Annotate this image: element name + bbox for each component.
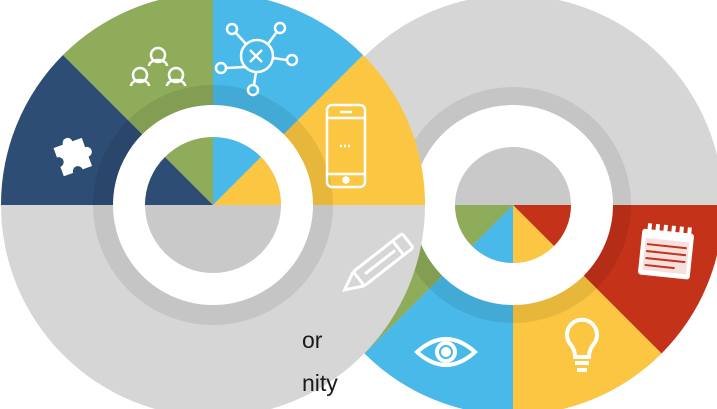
right-ring — [303, 0, 717, 409]
puzzle-piece-icon — [53, 137, 92, 177]
hub-network-icon — [214, 21, 299, 97]
smartphone-icon — [325, 103, 367, 189]
left-inner-slice-yellow — [213, 157, 281, 205]
left-ring — [0, 0, 426, 409]
right-inner-slice-yellow — [513, 205, 554, 263]
left-inner-slice-green — [165, 137, 213, 205]
partial-text-line-1: or — [302, 327, 323, 353]
notepad-icon — [638, 223, 694, 280]
partial-text-line-2: nity — [302, 370, 338, 396]
pencil-icon — [341, 232, 414, 292]
eye-icon — [414, 337, 478, 367]
lightbulb-icon — [565, 317, 599, 372]
right-inner-slice-blue — [472, 205, 513, 263]
left-inner-slice-navy — [145, 157, 213, 205]
people-network-icon — [129, 46, 187, 87]
right-inner-slice-red — [513, 205, 571, 246]
right-inner-slice-green — [455, 205, 513, 246]
left-inner-slice-blue — [213, 137, 261, 205]
